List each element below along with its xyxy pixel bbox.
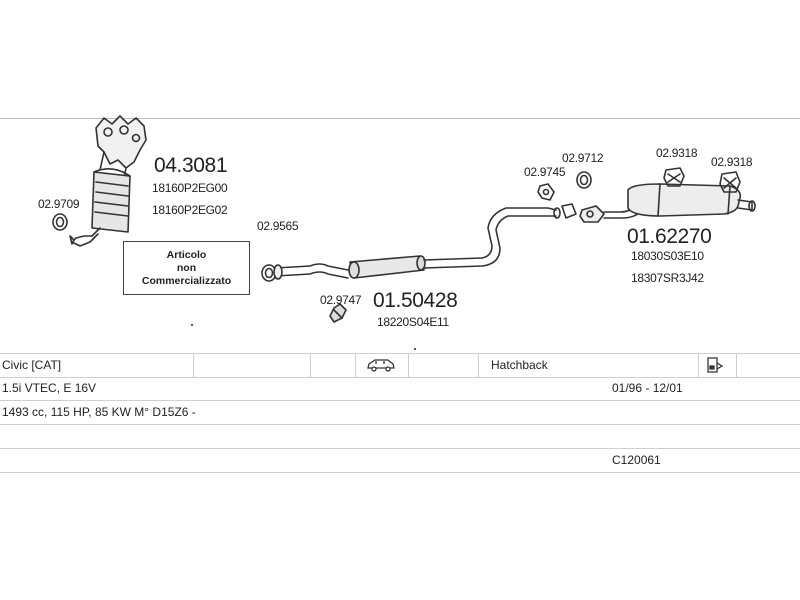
rear-muffler-code: 01.62270 — [627, 225, 712, 248]
manifold-catalyst-part — [69, 115, 147, 247]
rubber-hanger-a-code: 02.9318 — [656, 146, 698, 160]
gasket-rear-b-part — [576, 171, 592, 189]
joint-part — [561, 203, 605, 223]
table-row-code: C120061 — [0, 449, 800, 473]
clamp-code: 02.9747 — [320, 293, 362, 307]
table-row-specs: 1493 cc, 115 HP, 85 KW M° D15Z6 - — [0, 401, 800, 425]
rubber-hanger-b-part — [719, 171, 741, 193]
column-divider — [193, 354, 194, 377]
gasket-rear-a-part — [537, 183, 555, 201]
column-divider — [478, 354, 479, 377]
clamp-part — [329, 303, 347, 323]
notice-line-3: Commercializzato — [141, 274, 232, 287]
mid-section-ref: 18220S04E11 — [377, 315, 449, 329]
stray-dot — [414, 348, 416, 350]
table-row-empty — [0, 425, 800, 449]
exhaust-diagram: 04.3081 18160P2EG00 18160P2EG02 02.9709 … — [38, 115, 756, 350]
gasket-left-code: 02.9709 — [38, 197, 80, 211]
rubber-hanger-b-code: 02.9318 — [711, 155, 753, 169]
manifold-part-code: 04.3081 — [154, 154, 228, 177]
notice-line-1: Articolo — [166, 248, 207, 261]
rubber-hanger-a-part — [663, 167, 685, 187]
gasket-left-part — [52, 213, 68, 231]
exhaust-drawing — [52, 115, 756, 323]
column-divider — [736, 354, 737, 377]
mid-section-part — [273, 207, 561, 280]
specs-cell: 1493 cc, 115 HP, 85 KW M° D15Z6 - — [2, 405, 196, 419]
column-divider — [408, 354, 409, 377]
manifold-ref-1: 18160P2EG00 — [152, 181, 228, 195]
model-cell: Civic [CAT] — [2, 358, 62, 372]
body-type-cell: Hatchback — [491, 358, 548, 372]
engine-cell: 1.5i VTEC, E 16V — [2, 381, 97, 395]
years-cell: 01/96 - 12/01 — [612, 381, 683, 395]
table-row-model: Civic [CAT] Hatchback — [0, 353, 800, 378]
gasket-rear-b-code: 02.9712 — [562, 151, 604, 165]
column-divider — [698, 354, 699, 377]
rear-muffler-ref-2: 18307SR3J42 — [631, 271, 704, 285]
mid-section-code: 01.50428 — [373, 289, 458, 312]
top-border-line — [0, 118, 800, 119]
rear-muffler-ref-1: 18030S03E10 — [631, 249, 704, 263]
gasket-front-code: 02.9565 — [257, 219, 299, 233]
stray-dot — [191, 324, 193, 326]
catalog-code-cell: C120061 — [612, 453, 661, 467]
table-row-engine: 1.5i VTEC, E 16V 01/96 - 12/01 — [0, 377, 800, 401]
document-icon[interactable] — [706, 357, 724, 378]
car-side-icon — [366, 358, 396, 377]
column-divider — [310, 354, 311, 377]
notice-line-2: non — [176, 261, 197, 274]
column-divider — [355, 354, 356, 377]
gasket-rear-a-code: 02.9745 — [524, 165, 566, 179]
manifold-ref-2: 18160P2EG02 — [152, 203, 228, 217]
rear-muffler-part — [603, 183, 756, 219]
not-available-notice: Articolo non Commercializzato — [123, 241, 250, 295]
